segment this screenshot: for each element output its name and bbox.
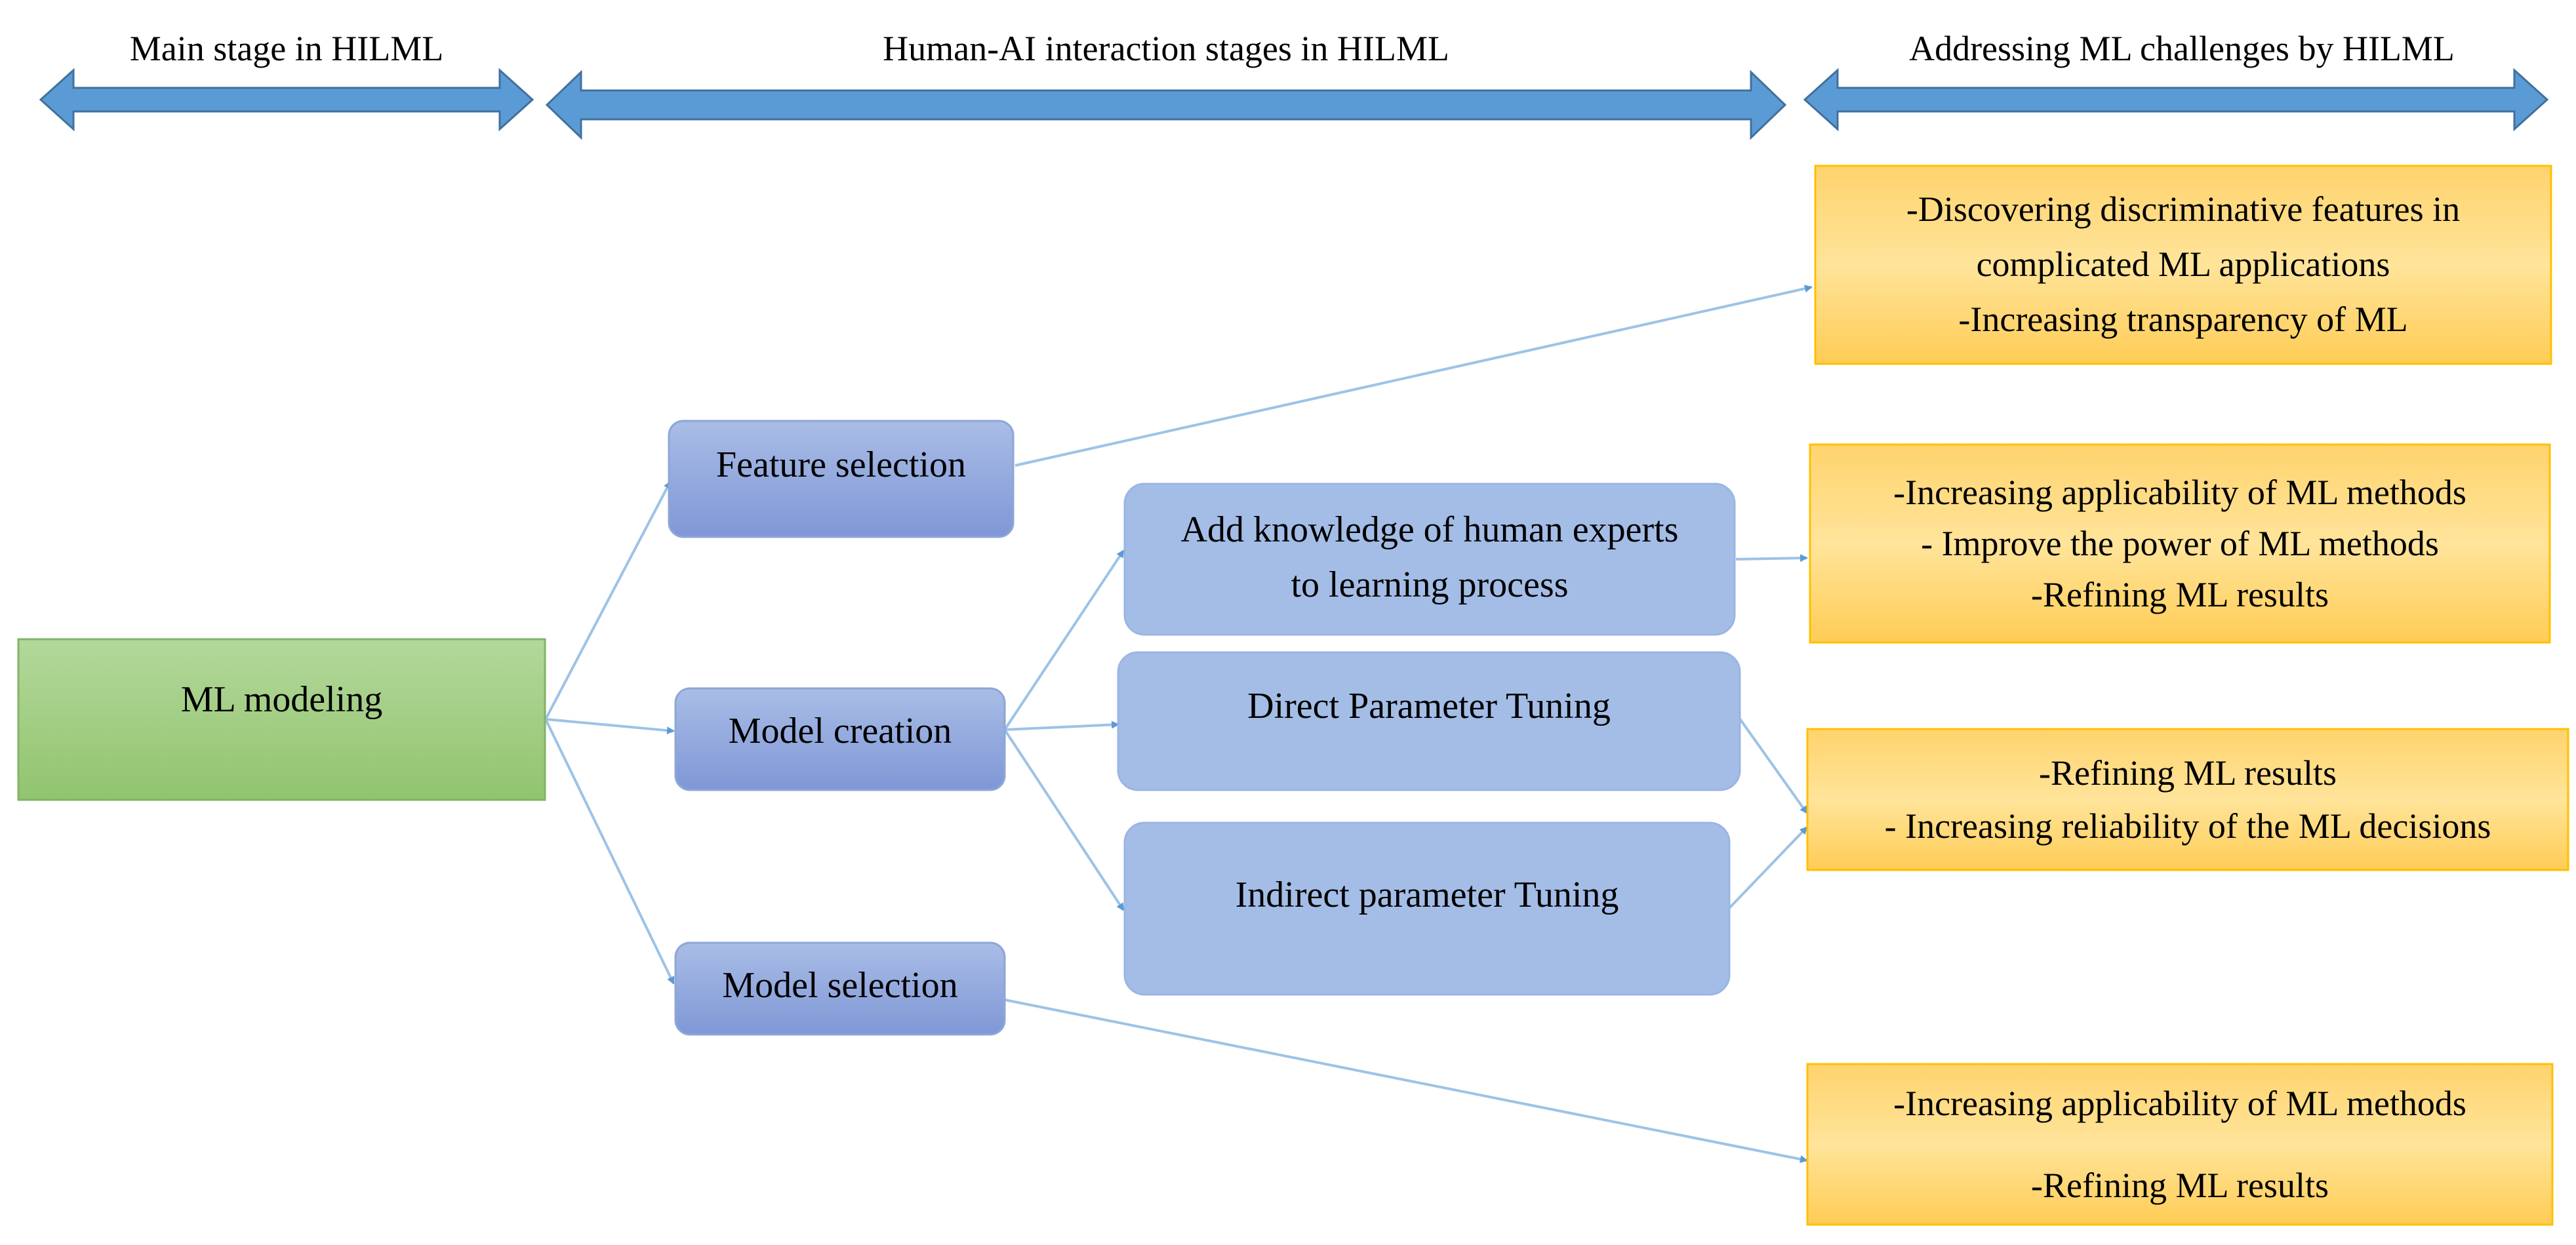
challenge-box-1 xyxy=(1814,165,2552,365)
connector-creation-knowledge xyxy=(1003,549,1125,731)
connector-direct-c3 xyxy=(1738,717,1808,814)
challenge-4-line-2: -Refining ML results xyxy=(2031,1165,2329,1205)
connector-selection-c4 xyxy=(1004,998,1808,1163)
ml-modeling-label: ML modeling xyxy=(180,679,383,721)
challenge-2-line-3: -Refining ML results xyxy=(2031,575,2329,615)
model-creation-box xyxy=(674,687,1006,791)
model-creation-label: Model creation xyxy=(728,710,952,751)
column-title-challenges: Addressing ML challenges by HILML xyxy=(1909,29,2455,69)
header-arrow-challenges xyxy=(1803,68,2549,132)
header-arrow-interaction xyxy=(545,69,1787,140)
challenge-1-line-1: -Discovering discriminative features in xyxy=(1906,189,2461,229)
connector-creation-direct xyxy=(1004,721,1119,731)
connectors xyxy=(544,285,1813,1163)
challenge-4-line-1: -Increasing applicability of ML methods xyxy=(1893,1084,2466,1124)
ml-modeling-box xyxy=(17,638,546,801)
model-selection-box xyxy=(674,941,1006,1036)
connector-modeling-selection xyxy=(544,719,675,985)
column-title-main: Main stage in HILML xyxy=(129,29,444,69)
challenge-box-3 xyxy=(1806,728,2569,871)
model-selection-label: Model selection xyxy=(722,964,958,1006)
column-title-interaction: Human-AI interaction stages in HILML xyxy=(883,29,1449,69)
feature-selection-label: Feature selection xyxy=(716,445,966,486)
connector-creation-indirect xyxy=(1003,728,1125,911)
challenge-1-line-3: -Increasing transparency of ML xyxy=(1958,299,2408,339)
challenge-text-3: -Refining ML results - Increasing reliab… xyxy=(1807,729,2568,870)
challenge-1-line-2: complicated ML applications xyxy=(1976,245,2390,285)
connector-indirect-c3 xyxy=(1728,826,1808,909)
challenge-box-2 xyxy=(1809,443,2551,644)
add-knowledge-label: Add knowledge of human experts to learni… xyxy=(1180,509,1679,605)
challenge-text-2: -Increasing applicability of ML methods … xyxy=(1810,445,2550,642)
challenge-2-line-1: -Increasing applicability of ML methods xyxy=(1893,472,2466,512)
challenge-box-4 xyxy=(1806,1063,2554,1226)
challenge-2-line-2: - Improve the power of ML methods xyxy=(1921,523,2439,563)
challenge-text-4: -Increasing applicability of ML methods … xyxy=(1807,1064,2552,1225)
challenge-3-line-2: - Increasing reliability of the ML decis… xyxy=(1884,806,2491,846)
header-arrow-main xyxy=(39,68,534,132)
feature-selection-box xyxy=(668,420,1015,538)
indirect-tuning-box xyxy=(1123,821,1731,996)
connector-modeling-creation xyxy=(545,718,675,735)
indirect-tuning-label: Indirect parameter Tuning xyxy=(1235,874,1619,915)
direct-tuning-box xyxy=(1117,651,1741,791)
add-knowledge-box xyxy=(1123,483,1736,636)
connector-knowledge-c2 xyxy=(1735,554,1808,563)
direct-tuning-label: Direct Parameter Tuning xyxy=(1247,686,1611,727)
challenge-3-line-1: -Refining ML results xyxy=(2039,753,2337,793)
connector-feature-c1 xyxy=(1015,285,1813,467)
challenge-text-1: -Discovering discriminative features in … xyxy=(1815,166,2551,364)
connector-modeling-feature xyxy=(544,481,672,720)
